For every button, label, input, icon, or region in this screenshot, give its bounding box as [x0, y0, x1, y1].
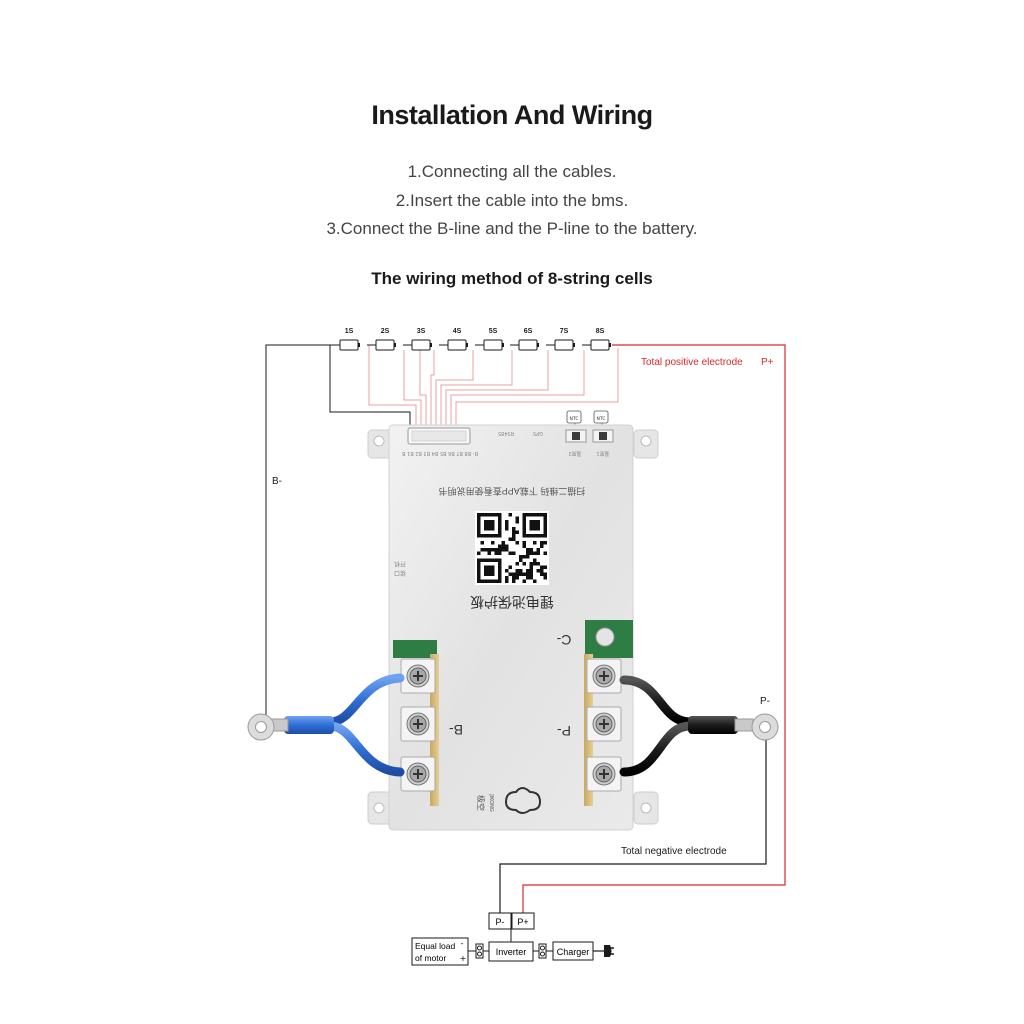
load-label-1: Equal load [415, 941, 455, 951]
svg-text:RS485: RS485 [498, 430, 514, 436]
plug-icon [604, 945, 612, 957]
step-3: 3.Connect the B-line and the P-line to t… [326, 219, 698, 238]
inverter-label: Inverter [496, 947, 527, 957]
board-p-minus: P- [557, 723, 571, 739]
svg-text:接口: 接口 [394, 569, 406, 577]
cell-1s: 1S [331, 328, 360, 351]
terminal-screw [400, 658, 436, 694]
cell-label: 8S [596, 328, 605, 335]
cell-2s: 2S [367, 328, 396, 351]
cell-6s: 6S [510, 328, 539, 351]
svg-text:GPS: GPS [533, 430, 543, 436]
charger-device: Charger [533, 941, 614, 961]
svg-text:极空: 极空 [476, 795, 486, 811]
board-c-minus: C- [556, 632, 571, 648]
terminal-p-minus: P- [496, 917, 505, 927]
p-minus-side-label: P- [760, 696, 770, 707]
cell-8s: 8S [582, 328, 611, 351]
terminal-p-plus: P+ [517, 917, 528, 927]
svg-text:JIKONG: JIKONG [488, 793, 494, 812]
svg-text:-: - [461, 939, 464, 948]
cell-label: 5S [489, 328, 498, 335]
svg-text:温度1: 温度1 [596, 450, 609, 457]
terminal-screw [400, 756, 436, 792]
diagram-subtitle: The wiring method of 8-string cells [371, 269, 653, 288]
b-minus-side-label: B- [272, 476, 282, 487]
svg-text:+: + [460, 954, 467, 963]
terminal-screw [586, 706, 622, 742]
cell-sense-wires [368, 345, 619, 430]
cell-label: 7S [560, 328, 569, 335]
terminal-screw [586, 658, 622, 694]
cell-7s: 7S [546, 328, 575, 351]
b-minus-sense-wire [329, 344, 411, 430]
svg-text:温度2: 温度2 [568, 450, 581, 457]
brand-logo: JIKONG 极空 [476, 787, 542, 814]
p-plus-top-label: P+ [761, 357, 774, 368]
cell-5s: 5S [475, 328, 504, 351]
b-minus-wire [261, 344, 340, 727]
terminal-screw [400, 706, 436, 742]
cell-3s: 3S [403, 328, 432, 351]
inverter: Inverter [488, 941, 534, 962]
step-1: 1.Connecting all the cables. [407, 162, 617, 181]
total-positive-label: Total positive electrode [641, 357, 743, 368]
output-terminal: P- P+ [488, 912, 535, 942]
charger-label: Charger [557, 947, 590, 957]
cell-label: 2S [381, 328, 390, 335]
instruction-steps: 1.Connecting all the cables. 2.Insert th… [0, 158, 1024, 244]
load-device: Equal load of motor - + [411, 937, 489, 966]
cell-label: 1S [345, 328, 354, 335]
svg-text:B- B8 B7 B6 B5 B4 B3 B2 B1 B: B- B8 B7 B6 B5 B4 B3 B2 B1 B [402, 450, 478, 456]
board-b-minus: B- [449, 722, 463, 738]
cell-label: 6S [524, 328, 533, 335]
bms-board: B- B8 B7 B6 B5 B4 B3 B2 B1 B RS485 GPS 温… [367, 410, 659, 831]
cell-label: 4S [453, 328, 462, 335]
svg-text:开机: 开机 [394, 560, 406, 568]
board-scan-text: 扫描二维码 下载APP查看使用说明书 [439, 486, 586, 497]
negative-wire [499, 738, 767, 915]
board-name: 锂电池保护板 [470, 593, 554, 609]
total-negative-label: Total negative electrode [621, 846, 727, 857]
load-label-2: of motor [415, 953, 446, 963]
positive-wire [522, 344, 786, 915]
b-minus-cable [247, 673, 405, 777]
qr-code [475, 511, 549, 585]
cell-label: 3S [417, 328, 426, 335]
ntc-2-label: NTC [597, 416, 606, 422]
step-2: 2.Insert the cable into the bms. [395, 190, 629, 210]
cell-4s: 4S [439, 328, 468, 351]
terminal-screw [586, 756, 622, 792]
ntc-1-label: NTC [570, 416, 579, 422]
p-minus-cable [619, 675, 779, 777]
page-title: Installation And Wiring [371, 100, 653, 130]
